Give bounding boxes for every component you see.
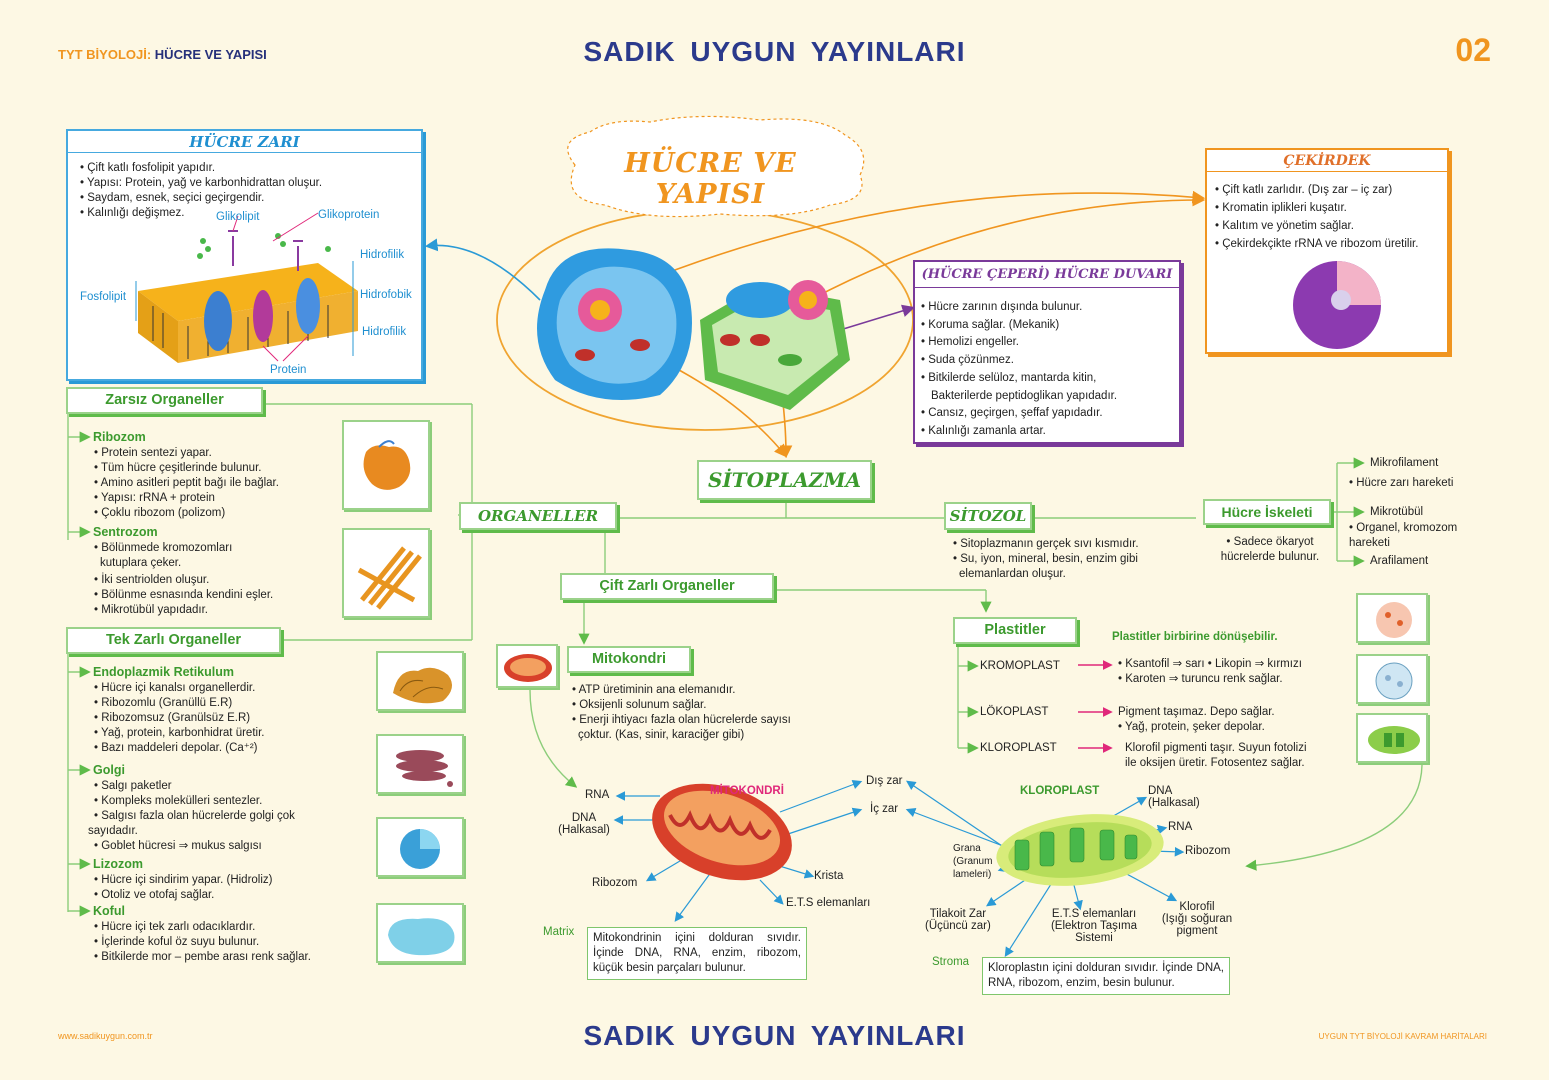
- cekirdek-title: ÇEKİRDEK: [1207, 150, 1447, 172]
- nucleus-illustration: [1293, 261, 1381, 349]
- mito-dna-label: DNA(Halkasal): [558, 812, 610, 836]
- kloro-ribozom-label: Ribozom: [1185, 845, 1231, 857]
- hucre-ceperi-list: Hücre zarının dışında bulunur. Koruma sa…: [921, 299, 1179, 441]
- ribozom-title: Ribozom: [93, 430, 146, 444]
- cift-zarli-organeller-node: Çift Zarlı Organeller: [560, 573, 774, 600]
- mitokondri-list: ATP üretiminin ana elemanıdır. Oksijenli…: [572, 683, 817, 743]
- hucre-ceperi-box: (HÜCRE ÇEPERİ) HÜCRE DUVARI Hücre zarını…: [913, 260, 1181, 444]
- ribozom-list: Protein sentezi yapar. Tüm hücre çeşitle…: [94, 446, 279, 521]
- mito-matrix-desc: Mitokondrinin içini dolduran sıvıdır. İç…: [587, 927, 807, 980]
- hucre-zari-list: Çift katlı fosfolipit yapıdır. Yapısı: P…: [80, 161, 421, 221]
- sentrozom-image: [342, 528, 430, 618]
- mikrofilament-label: Mikrofilament: [1370, 457, 1439, 469]
- kloro-dna-label: DNA(Halkasal): [1148, 785, 1200, 809]
- mikrotubul-label: Mikrotübül: [1370, 506, 1424, 518]
- label-hidrofilik-bottom: Hidrofilik: [362, 326, 407, 338]
- label-hidrofilik-top: Hidrofilik: [360, 249, 405, 261]
- mito-ets-label: E.T.S elemanları: [786, 897, 871, 909]
- subject-header: TYT BİYOLOJİ: HÜCRE VE YAPISI: [58, 47, 267, 62]
- kloroplast-label: KLOROPLAST: [980, 742, 1057, 754]
- er-list: Hücre içi kanalsı organellerdir. Ribozom…: [94, 681, 264, 756]
- golgi-image: [376, 734, 464, 794]
- publisher-title: SADIK UYGUN YAYINLARI: [583, 36, 966, 67]
- sentrozom-list: Bölünmede kromozomları kutuplara çeker. …: [94, 541, 273, 618]
- main-title: HÜCRE VE YAPISI: [624, 148, 797, 210]
- golgi-list: Salgı paketler Kompleks molekülleri sent…: [88, 779, 334, 854]
- mikrofilament-desc: • Hücre zarı hareketi: [1349, 477, 1454, 489]
- label-fosfolipit: Fosfolipit: [80, 291, 127, 303]
- kromoplast-image: [1356, 593, 1428, 643]
- sentrozom-title: Sentrozom: [93, 525, 158, 539]
- lizozom-image: [376, 817, 464, 877]
- mitokondri-thumb: [496, 644, 558, 688]
- kloro-stroma-desc: Kloroplastın içini dolduran sıvıdır. İçi…: [982, 957, 1230, 995]
- kloro-rna-label: RNA: [1168, 821, 1193, 833]
- hucre-ceperi-title: (HÜCRE ÇEPERİ) HÜCRE DUVARI: [915, 262, 1179, 288]
- lokoplast-image: [1356, 654, 1428, 704]
- arafilament-label: Arafilament: [1370, 555, 1429, 567]
- animal-cell: [537, 248, 692, 400]
- label-glikolipit: Glikolipit: [216, 211, 260, 223]
- mito-ic-zar-label: İç zar: [870, 803, 899, 815]
- lokoplast-label: LÖKOPLAST: [980, 706, 1049, 718]
- page-number: 02: [1455, 32, 1491, 68]
- cekirdek-list: Çift katlı zarlıdır. (Dış zar – iç zar) …: [1215, 181, 1447, 253]
- mito-rna-label: RNA: [585, 789, 610, 801]
- hucre-zari-title: HÜCRE ZARI: [68, 131, 421, 153]
- mitokondri-node: Mitokondri: [567, 646, 691, 673]
- mito-ribozom-label: Ribozom: [592, 877, 638, 889]
- kloro-stroma-label: Stroma: [932, 956, 970, 968]
- label-hidrofobik: Hidrofobik: [360, 289, 412, 301]
- mito-matrix-label: Matrix: [543, 926, 575, 938]
- lokoplast-desc: Pigment taşımaz. Depo sağlar.• Yağ, prot…: [1118, 706, 1275, 733]
- kloro-tilakoit-label: Tilakoit Zar(Üçüncü zar): [925, 908, 991, 932]
- er-image: [376, 651, 464, 711]
- er-title: Endoplazmik Retikulum: [93, 665, 234, 679]
- mitokondri-diagram-title: MİTOKONDRİ: [710, 785, 784, 797]
- plant-cell: [700, 280, 850, 410]
- plastitler-node: Plastitler: [953, 617, 1077, 644]
- kloroplast-thumb: [1356, 713, 1428, 763]
- ribozom-image: [342, 420, 430, 510]
- lizozom-title: Lizozom: [93, 857, 143, 871]
- tek-zarli-organeller-node: Tek Zarlı Organeller: [66, 627, 281, 654]
- golgi-title: Golgi: [93, 763, 125, 777]
- koful-image: [376, 903, 464, 963]
- zarsiz-organeller-node: Zarsız Organeller: [66, 387, 263, 414]
- kloroplast-diagram-title: KLOROPLAST: [1020, 785, 1100, 797]
- footer-series: UYGUN TYT BİYOLOJİ KAVRAM HARİTALARI: [1318, 1032, 1487, 1041]
- mito-dis-zar-label: Dış zar: [866, 775, 903, 787]
- lizozom-list: Hücre içi sindirim yapar. (Hidroliz) Oto…: [94, 873, 272, 903]
- sitoplazma-node: SİTOPLAZMA: [697, 460, 872, 500]
- sitozol-node: SİTOZOL: [944, 502, 1032, 530]
- footer-url: www.sadikuygun.com.tr: [58, 1031, 153, 1041]
- footer-publisher: SADIK UYGUN YAYINLARI: [583, 1020, 966, 1051]
- koful-title: Koful: [93, 904, 125, 918]
- kromoplast-label: KROMOPLAST: [980, 660, 1060, 672]
- organeller-node: ORGANELLER: [459, 502, 617, 530]
- plastitler-note: Plastitler birbirine dönüşebilir.: [1112, 631, 1278, 643]
- koful-list: Hücre içi tek zarlı odacıklardır. İçleri…: [94, 920, 311, 965]
- mito-krista-label: Krista: [814, 870, 844, 882]
- cekirdek-box: ÇEKİRDEK Çift katlı zarlıdır. (Dış zar –…: [1205, 148, 1449, 354]
- membrane-illustration: [135, 212, 358, 363]
- label-glikoprotein: Glikoprotein: [318, 209, 380, 221]
- hucre-zari-box: HÜCRE ZARI Çift katlı fosfolipit yapıdır…: [66, 129, 423, 381]
- label-protein: Protein: [270, 364, 307, 376]
- sitozol-list: Sitoplazmanın gerçek sıvı kısmıdır. Su, …: [953, 537, 1168, 582]
- kromoplast-desc: • Ksantofil ⇒ sarı • Likopin ⇒ kırmızı• …: [1118, 658, 1302, 685]
- hucre-iskeleti-node: Hücre İskeleti: [1203, 499, 1331, 525]
